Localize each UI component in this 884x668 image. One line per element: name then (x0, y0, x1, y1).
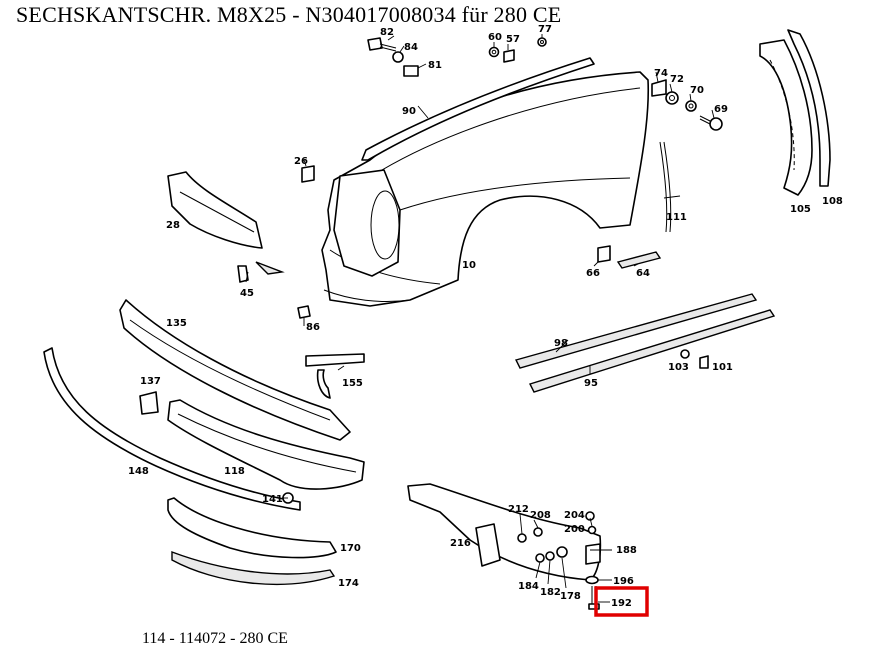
washer-196-drawing (585, 575, 599, 585)
washer-182-drawing (545, 551, 555, 561)
clip-45-drawing (237, 265, 249, 283)
sill-strip-95-drawing (529, 309, 776, 393)
washer-84-drawing (392, 51, 404, 63)
trim-strip-90-drawing (361, 57, 595, 161)
label-77: 77 (538, 24, 552, 35)
label-64: 64 (636, 268, 650, 279)
leader-lines (245, 34, 715, 603)
label-72: 72 (670, 74, 684, 85)
label-148: 148 (128, 466, 149, 477)
label-86: 86 (306, 322, 320, 333)
label-184: 184 (518, 581, 539, 592)
label-192: 192 (611, 598, 632, 609)
clip-26-drawing (301, 165, 315, 183)
sill-strip-98-drawing (514, 293, 758, 369)
label-90: 90 (402, 106, 416, 117)
panel-28-drawing (167, 171, 285, 275)
label-74: 74 (654, 68, 668, 79)
label-135: 135 (166, 318, 187, 329)
bumper-bracket-135-drawing (119, 299, 351, 441)
label-137: 137 (140, 376, 161, 387)
label-57: 57 (506, 34, 520, 45)
label-108: 108 (822, 196, 843, 207)
label-82: 82 (380, 27, 394, 38)
label-105: 105 (790, 204, 811, 215)
clip-86-drawing (297, 305, 311, 319)
nut-60-drawing (488, 46, 500, 58)
spacer-188-drawing (585, 543, 601, 565)
diagram-footer: 114 - 114072 - 280 CE (142, 630, 288, 647)
label-26: 26 (294, 156, 308, 167)
washer-178-drawing (556, 546, 568, 558)
label-170: 170 (340, 543, 361, 554)
clip-57-drawing (503, 49, 515, 63)
label-155: 155 (342, 378, 363, 389)
bolt-69-drawing (699, 115, 723, 131)
nut-184-drawing (535, 553, 545, 563)
bumper-118-drawing (167, 399, 365, 490)
rubber-strip-170-drawing (167, 497, 337, 559)
front-fender-10-drawing (321, 71, 650, 307)
washer-72-drawing (665, 91, 679, 105)
label-95: 95 (584, 378, 598, 389)
label-28: 28 (166, 220, 180, 231)
label-174: 174 (338, 578, 359, 589)
bolt-82-drawing (367, 37, 397, 52)
label-45: 45 (240, 288, 254, 299)
label-216: 216 (450, 538, 471, 549)
label-103: 103 (668, 362, 689, 373)
bracket-74-drawing (651, 79, 667, 97)
label-178: 178 (560, 591, 581, 602)
nut-103-drawing (680, 349, 690, 359)
nut-77-drawing (537, 37, 547, 47)
label-101: 101 (712, 362, 733, 373)
strip-64-drawing (616, 251, 662, 269)
label-66: 66 (586, 268, 600, 279)
clip-101-drawing (699, 355, 709, 369)
label-196: 196 (613, 576, 634, 587)
nut-200-drawing (587, 525, 597, 535)
label-188: 188 (616, 545, 637, 556)
label-212: 212 (508, 504, 529, 515)
diagram-title: SECHSKANTSCHR. M8X25 - N304017008034 für… (16, 2, 562, 27)
clip-81-drawing (403, 65, 419, 77)
nut-208-drawing (533, 527, 543, 537)
bolt-212-drawing (517, 533, 527, 543)
bracket-137-drawing (139, 391, 159, 415)
label-81: 81 (428, 60, 442, 71)
label-208: 208 (530, 510, 551, 521)
label-10: 10 (462, 260, 476, 271)
bumper-strip-148-drawing (43, 347, 301, 511)
label-182: 182 (540, 587, 561, 598)
label-98: 98 (554, 338, 568, 349)
label-200: 200 (564, 524, 585, 535)
label-118: 118 (224, 466, 245, 477)
label-69: 69 (714, 104, 728, 115)
label-141: 141 (262, 494, 283, 505)
highlight-box-192 (594, 586, 649, 617)
label-204: 204 (564, 510, 585, 521)
label-70: 70 (690, 85, 704, 96)
bracket-155-drawing (305, 353, 365, 399)
label-111: 111 (666, 212, 687, 223)
wheelhouse-108-drawing (787, 29, 831, 187)
nut-70-drawing (685, 100, 697, 112)
rubber-strip-174-drawing (171, 550, 336, 586)
label-84: 84 (404, 42, 418, 53)
seal-111-drawing (659, 141, 672, 233)
clip-66-drawing (597, 245, 611, 263)
wheelhouse-105-drawing (759, 39, 813, 196)
label-60: 60 (488, 32, 502, 43)
washer-204-drawing (585, 511, 595, 521)
